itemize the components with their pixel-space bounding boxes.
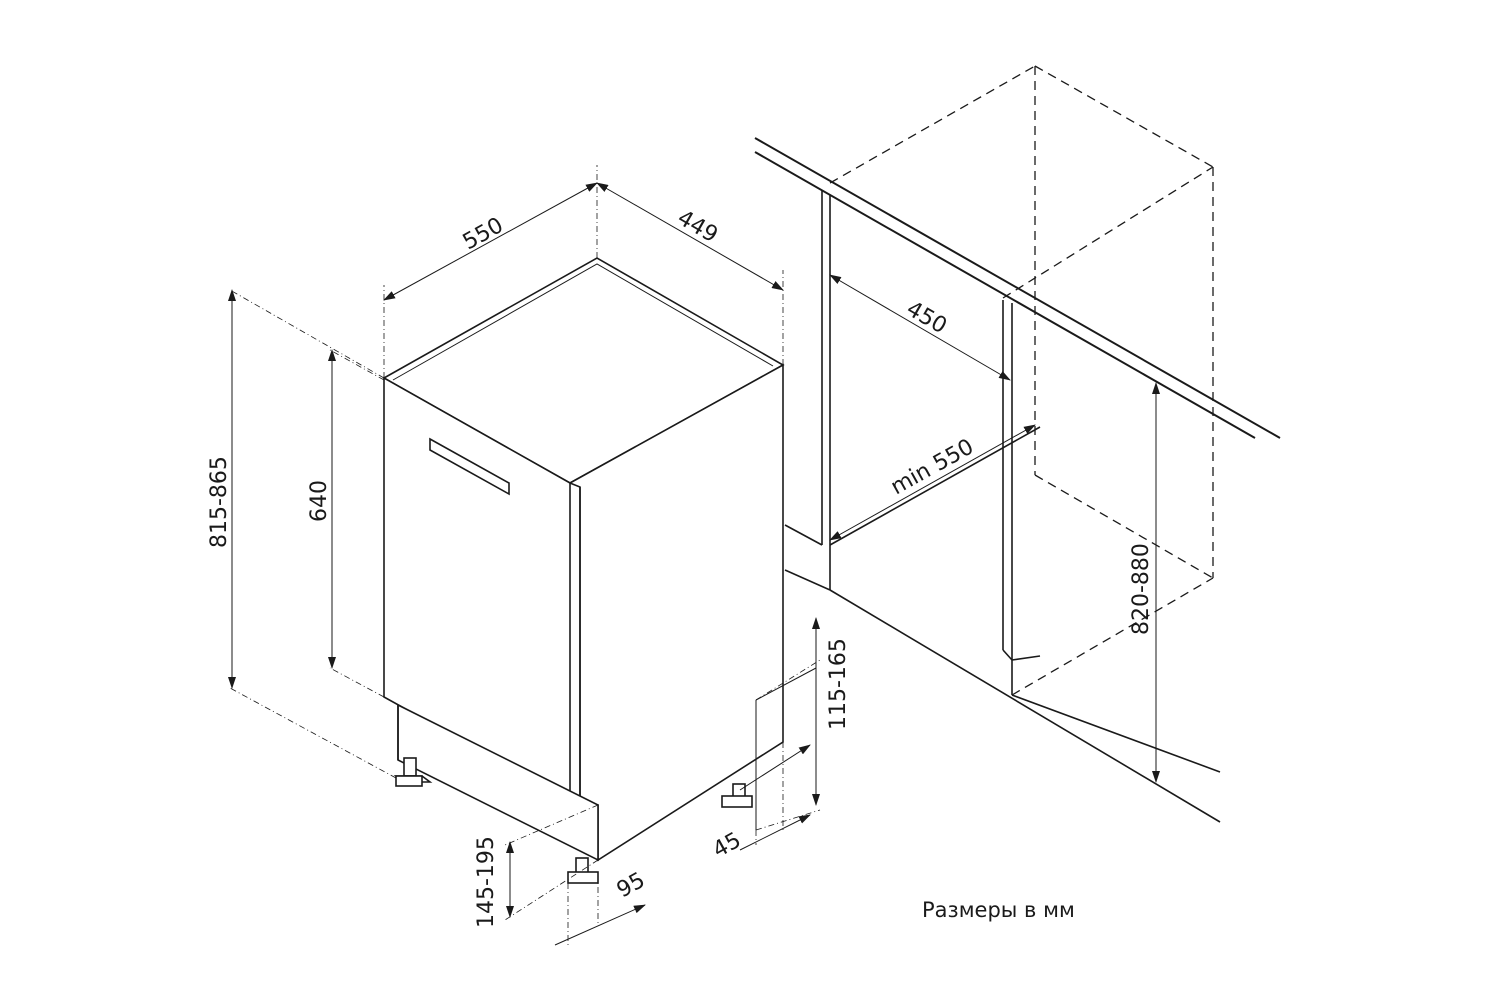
dim-45-line	[739, 814, 811, 851]
dishwasher-dimensions	[228, 165, 821, 946]
label-95: 95	[613, 868, 650, 903]
floor-line-right	[1011, 694, 1221, 773]
label-145-195: 145-195	[474, 836, 499, 928]
niche-dimensions	[829, 274, 1160, 783]
foot-right	[721, 783, 753, 808]
label-815-865: 815-865	[207, 456, 232, 548]
label-45: 45	[709, 828, 746, 863]
label-550: 550	[459, 213, 508, 255]
foot-left	[393, 757, 433, 787]
label-449: 449	[673, 206, 722, 249]
dim-min550-line	[829, 424, 1036, 541]
niche-back-top	[829, 426, 1041, 546]
floor-line	[829, 589, 1221, 823]
units-caption: Размеры в мм	[922, 898, 1075, 922]
label-820-880: 820-880	[1129, 543, 1154, 635]
dim-45-line-b	[739, 744, 811, 791]
countertop-edge-top	[754, 137, 1281, 439]
foot-front	[567, 857, 599, 884]
dim-95-line	[554, 904, 646, 946]
door-handle	[429, 437, 510, 496]
label-450: 450	[902, 297, 951, 340]
dim-550-line	[383, 182, 598, 301]
label-min550: min 550	[887, 435, 978, 501]
label-115-165: 115-165	[826, 638, 851, 730]
dim-450-line	[829, 274, 1011, 381]
dim-449-line	[596, 182, 784, 291]
dishwasher	[382, 257, 785, 884]
label-640: 640	[307, 480, 332, 522]
